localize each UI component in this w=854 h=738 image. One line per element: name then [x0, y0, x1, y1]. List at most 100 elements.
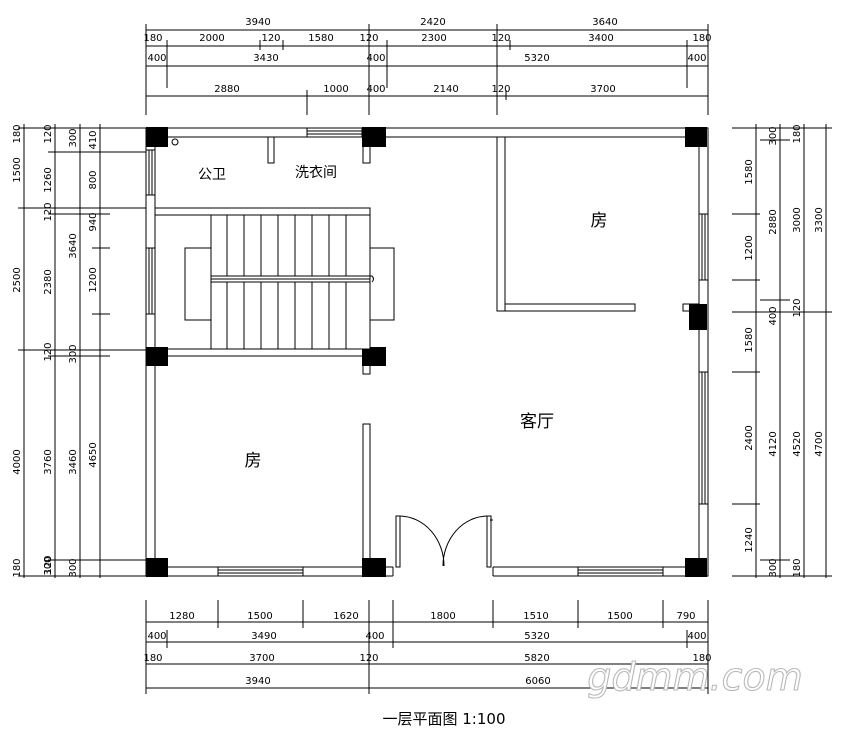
dim-label: 2300: [421, 33, 446, 44]
dim-label: 800: [88, 170, 99, 189]
room-label-living: 客厅: [520, 412, 554, 432]
dim-label: 3460: [68, 449, 79, 474]
right-dimensions: [732, 124, 832, 578]
dim-label: 180: [692, 653, 711, 664]
dim-label: 2880: [768, 209, 779, 234]
dim-label: 2420: [420, 17, 445, 28]
watermark: gdmm.com: [587, 655, 803, 699]
dim-label: 4650: [88, 442, 99, 467]
dim-label: 120: [43, 202, 54, 221]
dim-label: 2000: [199, 33, 224, 44]
room-label-bedroom-ne: 房: [591, 211, 608, 231]
dim-label: 3760: [43, 449, 54, 474]
dim-label: 180: [12, 558, 23, 577]
dim-label: 3300: [814, 207, 825, 232]
dim-label: 120: [43, 124, 54, 143]
dim-label: 3940: [245, 676, 270, 687]
columns: [146, 127, 707, 577]
dim-label: 1500: [12, 157, 23, 182]
dim-label: 4120: [768, 431, 779, 456]
right-dimension-labels: 1580 1200 1580 2400 1240 300 2880 400 41…: [744, 124, 825, 577]
dim-label: 1260: [43, 167, 54, 192]
dim-label: 3400: [588, 33, 613, 44]
dim-label: 1620: [333, 611, 358, 622]
dim-label: 1580: [744, 159, 755, 184]
dim-label: 180: [792, 124, 803, 143]
left-dimension-labels: 180 1500 2500 120 4000 180 120 1260 120 …: [12, 124, 99, 577]
dim-label: 1200: [744, 235, 755, 260]
dim-label: 120: [359, 33, 378, 44]
dim-label: 940: [88, 212, 99, 231]
dim-label: 2880: [214, 84, 239, 95]
dim-label: 300: [68, 558, 79, 577]
dim-label: 3640: [592, 17, 617, 28]
dim-label: 410: [88, 130, 99, 149]
dim-label: 400: [687, 631, 706, 642]
dim-label: 3640: [68, 233, 79, 258]
dim-label: 2400: [744, 425, 755, 450]
dim-label: 790: [676, 611, 695, 622]
top-dimensions: [145, 24, 709, 115]
dim-label: 3700: [249, 653, 274, 664]
dim-label: 400: [768, 306, 779, 325]
dim-label: 1500: [607, 611, 632, 622]
dim-label: 120: [491, 84, 510, 95]
interior-walls: [154, 136, 700, 568]
stair-treads: [226, 215, 347, 349]
room-label-public-wc: 公卫: [198, 167, 226, 183]
entrance-doors: [395, 515, 493, 568]
dim-label: 5820: [524, 653, 549, 664]
room-label-bedroom-sw: 房: [245, 451, 262, 471]
bottom-dimension-labels: 1280 1500 1620 1800 1510 1500 790 400 34…: [143, 611, 711, 687]
dim-label: 1240: [744, 527, 755, 552]
dim-label: 120: [261, 33, 280, 44]
dim-label: 3000: [792, 207, 803, 232]
dim-label: 1580: [308, 33, 333, 44]
staircase: [184, 214, 395, 350]
dim-label: 180: [692, 33, 711, 44]
top-dimension-labels: 3940 2420 3640 180 2000 120 1580 120 230…: [143, 17, 711, 95]
dim-label: 4700: [814, 431, 825, 456]
dim-label: 3700: [590, 84, 615, 95]
dim-label: 1510: [523, 611, 548, 622]
dim-label: 120: [491, 33, 510, 44]
dim-label: 5320: [524, 53, 549, 64]
dim-label: 400: [366, 84, 385, 95]
left-dimensions: [18, 124, 146, 578]
dim-label: 1580: [744, 327, 755, 352]
dim-label: 180: [143, 653, 162, 664]
dim-label: 400: [147, 53, 166, 64]
dim-label: 3940: [245, 17, 270, 28]
dim-label: 300: [768, 558, 779, 577]
dim-label: 120: [43, 342, 54, 361]
dim-label: 180: [792, 558, 803, 577]
dim-label: 400: [147, 631, 166, 642]
dim-label: 1800: [430, 611, 455, 622]
bottom-dimensions: [145, 600, 709, 694]
dim-label: 1200: [88, 267, 99, 292]
dim-label: 3430: [253, 53, 278, 64]
dim-label: 300: [68, 344, 79, 363]
dim-label: 2140: [433, 84, 458, 95]
drawing-title: 一层平面图 1:100: [383, 710, 506, 728]
dim-label: 300: [68, 128, 79, 147]
dim-label: 120: [43, 555, 54, 574]
dim-label: 120: [359, 653, 378, 664]
windows: [145, 127, 709, 577]
dim-label: 400: [687, 53, 706, 64]
dim-label: 400: [366, 53, 385, 64]
dim-label: 3490: [251, 631, 276, 642]
floor-drain-icon: [171, 138, 179, 146]
dim-label: 300: [768, 126, 779, 145]
dim-label: 6060: [525, 676, 550, 687]
dim-label: 300: [43, 556, 54, 575]
room-label-laundry: 洗衣间: [295, 165, 337, 181]
dim-label: 4000: [12, 449, 23, 474]
dim-label: 5320: [524, 631, 549, 642]
dim-label: 120: [792, 298, 803, 317]
dim-label: 2500: [12, 267, 23, 292]
dim-label: 400: [365, 631, 384, 642]
dim-label: 2380: [43, 269, 54, 294]
dim-label: 1280: [169, 611, 194, 622]
